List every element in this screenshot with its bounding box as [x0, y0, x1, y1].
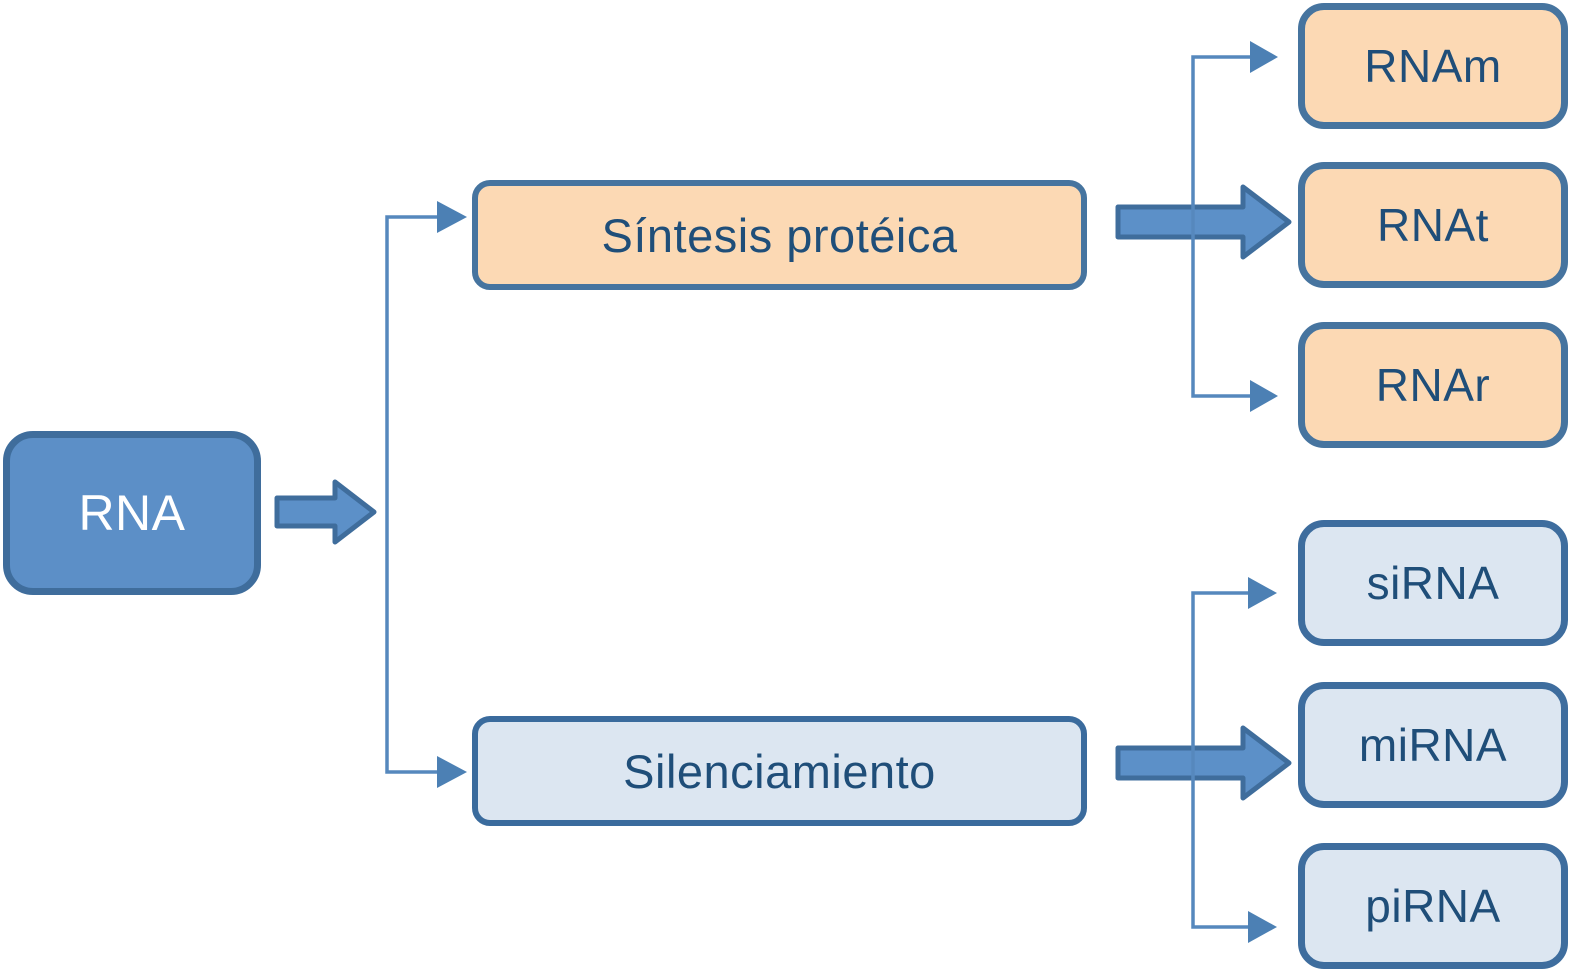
block-arrow-rna-to-branches-icon: [274, 479, 377, 545]
node-rna: RNA: [3, 431, 261, 595]
node-silenciamiento-label: Silenciamiento: [623, 744, 936, 798]
bracket-silenciamiento-children: [1191, 591, 1248, 929]
block-arrow-silenciamiento-to-mirna-icon: [1115, 725, 1292, 801]
node-rnar: RNAr: [1298, 322, 1568, 448]
node-rnam: RNAm: [1298, 3, 1568, 129]
node-pirna: piRNA: [1298, 843, 1568, 969]
arrowhead-to-pirna-icon: [1248, 911, 1277, 943]
bracket-rna-to-branches: [385, 215, 437, 774]
node-sirna-label: siRNA: [1366, 557, 1500, 609]
node-rnat: RNAt: [1298, 162, 1568, 288]
node-sintesis-proteica-label: Síntesis protéica: [601, 208, 958, 262]
node-mirna: miRNA: [1298, 682, 1568, 808]
block-arrow-sintesis-to-rnat-icon: [1115, 184, 1292, 260]
node-rna-label: RNA: [78, 485, 186, 541]
arrowhead-to-sirna-icon: [1248, 577, 1277, 609]
node-silenciamiento: Silenciamiento: [472, 716, 1087, 826]
arrowhead-to-rnar-icon: [1250, 380, 1278, 412]
arrowhead-to-silenciamiento-icon: [437, 756, 467, 788]
node-sirna: siRNA: [1298, 520, 1568, 646]
node-mirna-label: miRNA: [1358, 719, 1508, 771]
bracket-sintesis-children: [1191, 55, 1250, 398]
node-pirna-label: piRNA: [1365, 880, 1501, 932]
node-sintesis-proteica: Síntesis protéica: [472, 180, 1087, 290]
arrowhead-to-rnam-icon: [1250, 41, 1278, 73]
arrowhead-to-sintesis-icon: [437, 201, 467, 233]
node-rnar-label: RNAr: [1375, 359, 1491, 411]
node-rnam-label: RNAm: [1364, 40, 1502, 92]
node-rnat-label: RNAt: [1377, 199, 1489, 251]
